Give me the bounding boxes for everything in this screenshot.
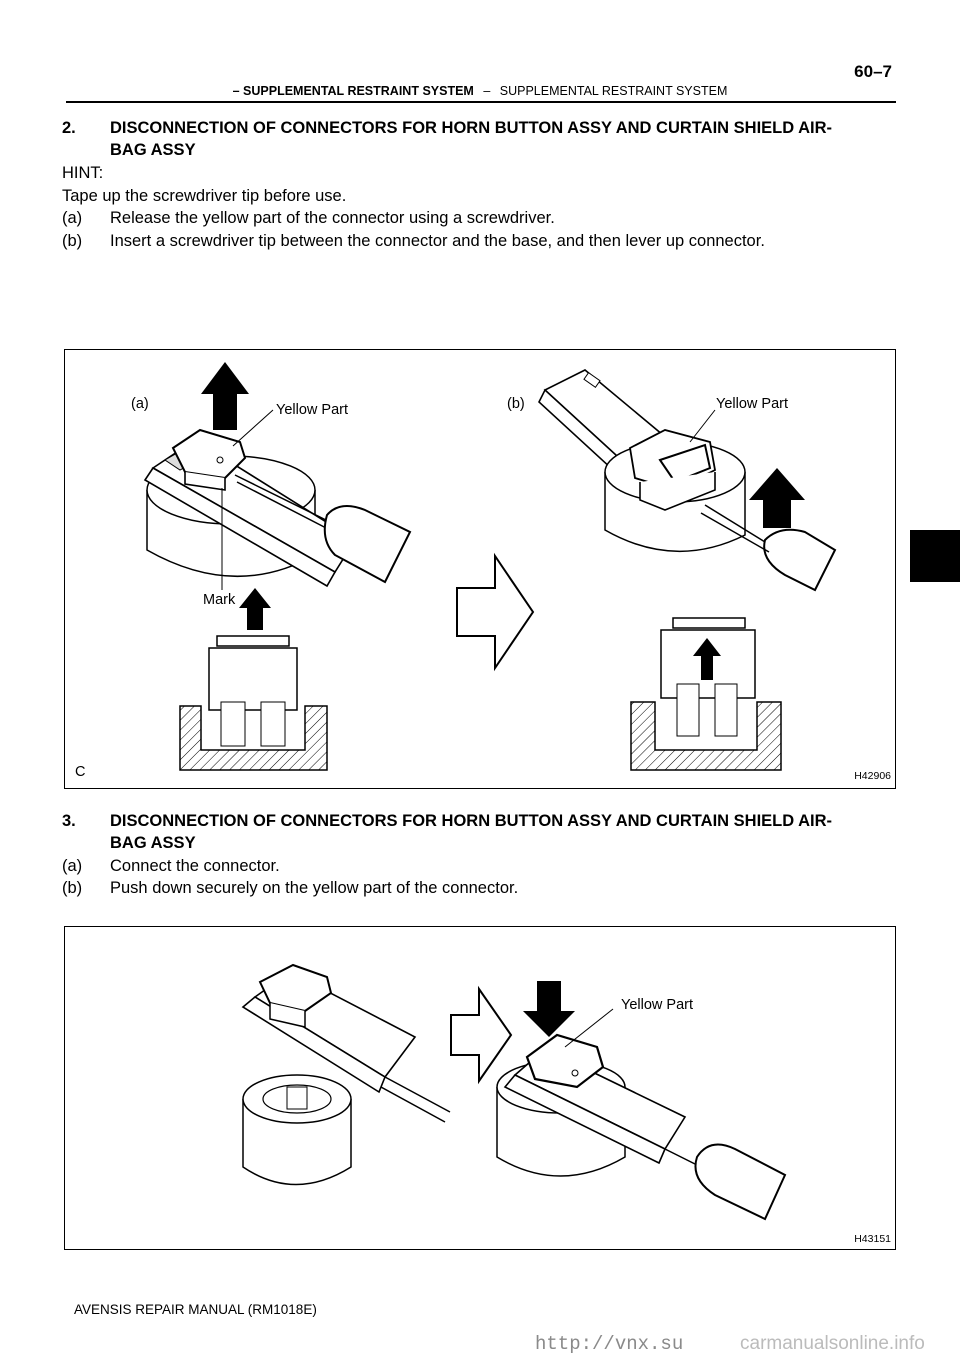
arrow-up-icon	[239, 588, 271, 630]
section-tab-marker	[910, 530, 960, 582]
step2-b-text: Insert a screwdriver tip between the con…	[110, 232, 765, 250]
step3-number: 3.	[62, 812, 76, 830]
next-step-arrow-icon	[456, 552, 535, 672]
watermark-link[interactable]: http://vnx.su	[535, 1333, 684, 1355]
step2-a-label: (a)	[62, 209, 83, 227]
yellow-part-label-a: Yellow Part	[276, 402, 349, 418]
hint-label: HINT:	[62, 164, 104, 182]
footer-manual: AVENSIS REPAIR MANUAL (RM1018E)	[74, 1302, 317, 1317]
yellow-part-label-b: Yellow Part	[716, 396, 789, 412]
step3-title-line2: BAG ASSY	[110, 834, 196, 852]
header-section: – SUPPLEMENTAL RESTRAINT SYSTEM	[232, 84, 474, 98]
watermark-site: carmanualsonline.info	[740, 1333, 925, 1354]
figure-connect-drawing	[241, 963, 787, 1221]
figure-code: H43151	[854, 1233, 891, 1245]
step2-a-text: Release the yellow part of the connector…	[110, 209, 555, 227]
arrow-up-icon	[201, 362, 249, 430]
yellow-part-label: Yellow Part	[621, 997, 694, 1013]
header-rule	[66, 101, 896, 103]
step2-title-line1: DISCONNECTION OF CONNECTORS FOR HORN BUT…	[110, 119, 833, 137]
step3-b-label: (b)	[62, 879, 83, 897]
step3-a-text: Connect the connector.	[110, 857, 280, 875]
next-step-arrow-icon	[450, 985, 513, 1085]
figure-label-b: (b)	[507, 396, 525, 412]
header-dash: –	[483, 84, 491, 98]
page-number: 60–7	[854, 62, 892, 81]
figure-connect: Yellow Part H43151	[64, 926, 896, 1250]
figure-disconnect: (a) Yellow Part (b) Yellow Part Mark C H…	[64, 349, 896, 789]
step2-number: 2.	[62, 119, 76, 137]
arrow-down-icon	[523, 981, 575, 1037]
figure-corner-label: C	[75, 764, 86, 780]
step3-b-text: Push down securely on the yellow part of…	[110, 879, 519, 897]
mark-label: Mark	[203, 592, 236, 608]
figure-label-a: (a)	[131, 396, 149, 412]
step3-title-line1: DISCONNECTION OF CONNECTORS FOR HORN BUT…	[110, 812, 833, 830]
figure-code: H42906	[854, 770, 891, 782]
step2-title-line2: BAG ASSY	[110, 141, 196, 159]
header-subsection: SUPPLEMENTAL RESTRAINT SYSTEM	[499, 84, 728, 98]
arrow-up-icon	[749, 468, 805, 528]
running-header: – SUPPLEMENTAL RESTRAINT SYSTEM – SUPPLE…	[66, 84, 894, 98]
hint-text: Tape up the screwdriver tip before use.	[62, 187, 347, 205]
step3-a-label: (a)	[62, 857, 83, 875]
arrow-up-icon	[693, 638, 721, 680]
step2-b-label: (b)	[62, 232, 83, 250]
figure-disconnect-drawing	[143, 362, 837, 771]
